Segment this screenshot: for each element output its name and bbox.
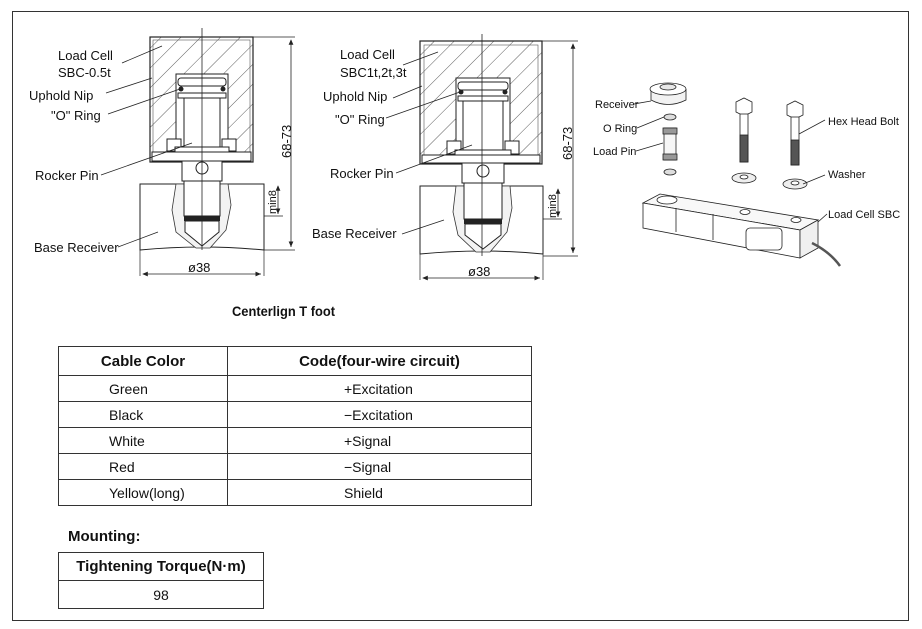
cell-code: +Signal xyxy=(227,427,532,454)
dim-diameter: ø38 xyxy=(468,264,490,279)
receiver-part xyxy=(649,82,687,105)
cell-code: −Excitation xyxy=(227,401,532,428)
cell-color: Black xyxy=(58,401,228,428)
hex-bolt-1 xyxy=(735,97,753,163)
header-cable-color: Cable Color xyxy=(58,346,228,376)
dim-height: 68-73 xyxy=(560,127,575,160)
rocker-pin-middle xyxy=(462,100,504,152)
cell-code: −Signal xyxy=(227,453,532,480)
label-base-receiver: Base Receiver xyxy=(312,226,397,241)
label-hex-head-bolt: Hex Head Bolt xyxy=(828,116,899,128)
label-load-cell-sbc: Load Cell SBC xyxy=(828,209,900,221)
label-o-ring: "O" Ring xyxy=(51,108,101,123)
dim-depth: min8 xyxy=(267,190,279,214)
table-row: Green +Excitation xyxy=(58,375,532,402)
cell-color: White xyxy=(58,427,228,454)
drawings: Load Cell SBC-0.5t Uphold Nip "O" Ring R… xyxy=(29,28,900,281)
load-cell-sbc-part xyxy=(641,193,842,267)
header-code: Code(four-wire circuit) xyxy=(227,346,532,376)
label-load-pin: Load Pin xyxy=(593,146,636,158)
washer-2 xyxy=(782,178,808,190)
load-pin-part xyxy=(662,127,678,161)
hex-bolt-2 xyxy=(786,100,804,166)
table-row: Black −Excitation xyxy=(58,401,532,428)
cell-color: Green xyxy=(58,375,228,402)
cross-section-left: Load Cell SBC-0.5t Uphold Nip "O" Ring R… xyxy=(29,28,295,277)
table-row: Yellow(long) Shield xyxy=(58,479,532,506)
cell-code: +Excitation xyxy=(227,375,532,402)
label-load-cell: Load Cell xyxy=(340,47,395,62)
table-header-row: Cable Color Code(four-wire circuit) xyxy=(58,346,532,376)
cell-code: Shield xyxy=(227,479,532,506)
label-uphold-nip: Uphold Nip xyxy=(29,88,93,103)
figure-caption: Centerlign T foot xyxy=(232,303,336,319)
page-frame xyxy=(12,11,909,621)
exploded-labels: Receiver O Ring Load Pin Hex Head Bolt W… xyxy=(593,99,900,221)
torque-value: 98 xyxy=(58,580,264,609)
dim-depth: min8 xyxy=(547,194,559,218)
label-model: SBC1t,2t,3t xyxy=(340,65,407,80)
torque-header: Tightening Torque(N·m) xyxy=(58,552,264,581)
label-o-ring: O Ring xyxy=(603,123,637,135)
mounting-title: Mounting: xyxy=(68,528,141,545)
label-receiver: Receiver xyxy=(595,99,639,111)
exploded-view xyxy=(633,82,842,267)
label-base-receiver: Base Receiver xyxy=(34,240,119,255)
table-row: White +Signal xyxy=(58,427,532,454)
label-washer: Washer xyxy=(828,169,866,181)
label-uphold-nip: Uphold Nip xyxy=(323,89,387,104)
label-model: SBC-0.5t xyxy=(58,65,111,80)
torque-table: Tightening Torque(N·m) 98 xyxy=(58,552,264,609)
table-row: Red −Signal xyxy=(58,453,532,480)
dim-diameter: ø38 xyxy=(188,260,210,275)
label-load-cell: Load Cell xyxy=(58,48,113,63)
washer-1 xyxy=(731,172,757,184)
o-ring-top xyxy=(663,113,677,121)
cell-color: Red xyxy=(58,453,228,480)
label-rocker-pin: Rocker Pin xyxy=(35,168,99,183)
label-rocker-pin: Rocker Pin xyxy=(330,166,394,181)
label-o-ring: "O" Ring xyxy=(335,112,385,127)
cell-color: Yellow(long) xyxy=(58,479,228,506)
cable-color-table: Cable Color Code(four-wire circuit) Gree… xyxy=(58,346,532,506)
dim-height: 68-73 xyxy=(279,125,294,158)
cross-section-middle: Load Cell SBC1t,2t,3t Uphold Nip "O" Rin… xyxy=(312,34,578,281)
o-ring-bottom xyxy=(663,168,677,176)
